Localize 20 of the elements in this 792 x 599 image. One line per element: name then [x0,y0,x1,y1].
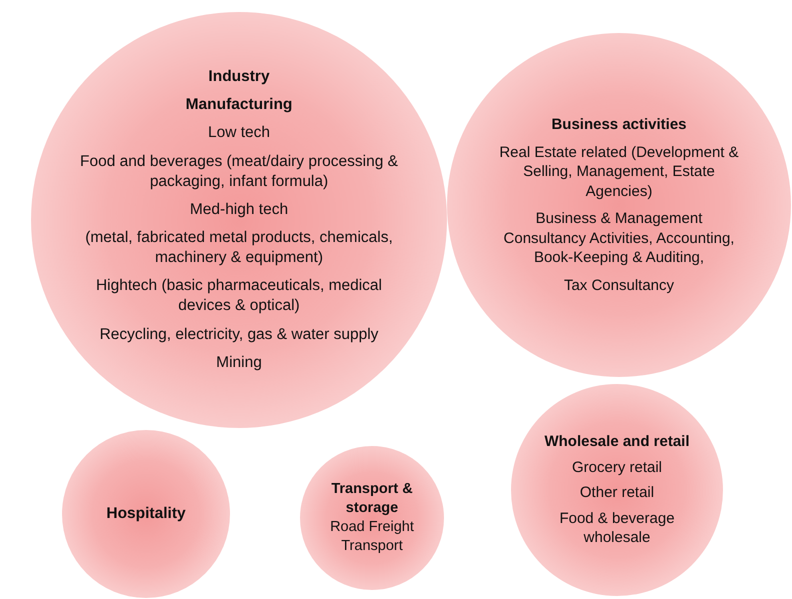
category-item: Low tech [208,123,270,144]
category-item: Mining [216,352,262,373]
category-heading: Manufacturing [186,95,292,116]
category-item: Business & Management Consultancy Activities, Accounting, Book-Keeping & Auditing, [502,209,736,268]
category-item: Med-high tech [190,200,288,220]
category-heading: Wholesale and retail [544,432,690,452]
category-item: Recycling, electricity, gas & water supply [100,324,378,345]
category-item: Hightech (basic pharmaceuticals, medical devices & optical) [94,276,384,316]
category-item: Tax Consultancy [564,276,674,295]
category-item: Real Estate related (Development & Selling, Management, Estate Agencies) [499,142,739,201]
category-item: Food & beverage wholesale [558,508,676,548]
category-item: Food and beverages (meat/dairy processing & packaging, infant formula) [79,152,399,192]
category-heading: Business activities [551,115,687,134]
category-item: (metal, fabricated metal products, chemicals, machinery & equipment) [84,228,394,268]
category-item: Road Freight Transport [329,518,415,556]
category-heading: Hospitality [106,504,186,524]
category-heading: Transport & storage [330,480,414,518]
category-item: Grocery retail [572,458,662,478]
category-item: Other retail [580,483,654,503]
category-heading: Industry [208,67,270,88]
